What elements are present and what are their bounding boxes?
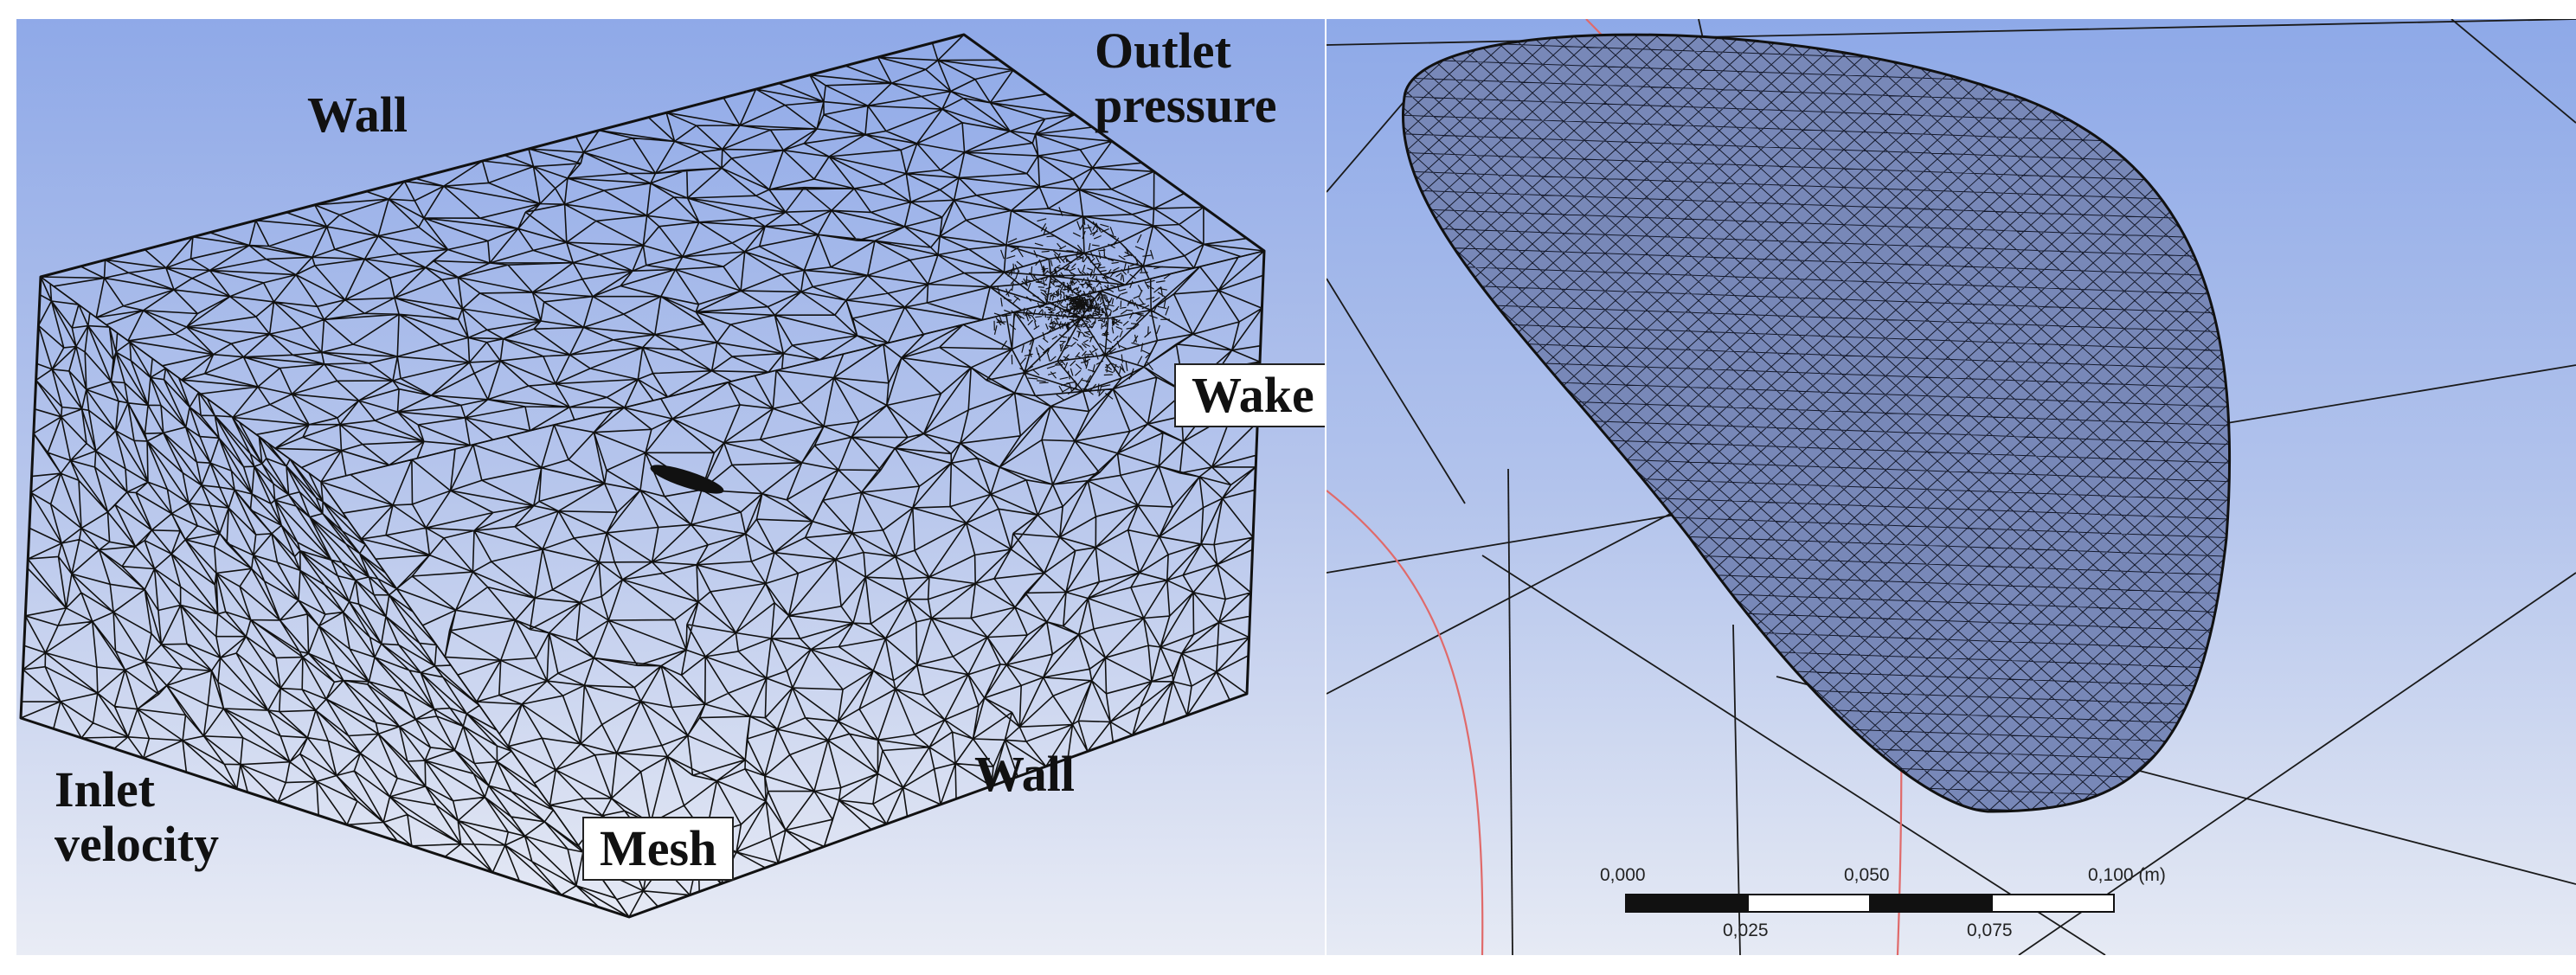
label-wall-bottom: Wall xyxy=(974,746,1076,802)
boundary-curve-left xyxy=(1327,490,1484,955)
label-outlet-pressure: Outlet pressure xyxy=(1095,22,1277,133)
body-mesh-drawing xyxy=(1327,19,2576,955)
scale-tick-050: 0,050 xyxy=(1844,865,1890,885)
guide-line-4 xyxy=(1327,503,1691,695)
body-surface-mesh xyxy=(1403,35,2230,812)
label-inlet-line2: velocity xyxy=(55,815,220,872)
scale-tick-100: 0,100 (m) xyxy=(2088,865,2166,885)
guide-line-1 xyxy=(1327,278,1466,504)
scale-bar-segment-2 xyxy=(1869,894,1993,913)
guide-line-3 xyxy=(1481,555,2106,955)
domain-mesh-panel: Wall Outlet pressure Wake Inlet velocity… xyxy=(16,19,1325,955)
scale-bar-segment-3 xyxy=(1991,894,2115,913)
label-outlet-line2: pressure xyxy=(1095,76,1277,133)
scale-tick-0: 0,000 xyxy=(1600,865,1646,885)
body-outline xyxy=(1402,33,2232,813)
scale-bar-segment-0 xyxy=(1625,894,1749,913)
label-wall-top: Wall xyxy=(307,87,408,143)
body-mesh-panel: 0,000 0,050 0,100 (m) 0,025 0,075 xyxy=(1327,19,2576,955)
wake-refinement xyxy=(993,207,1172,401)
scale-bar-segment-1 xyxy=(1747,894,1871,913)
label-mesh: Mesh xyxy=(582,817,735,881)
label-inlet-line1: Inlet xyxy=(55,761,155,818)
scale-bar xyxy=(1625,894,2115,913)
body-in-domain xyxy=(650,465,724,494)
guide-line-7 xyxy=(2018,572,2576,955)
domain-mesh-drawing xyxy=(19,33,1266,919)
body-surface xyxy=(1403,35,2230,812)
domain-outline xyxy=(19,33,1266,919)
scale-tick-075: 0,075 xyxy=(1967,920,2013,940)
guide-line-10 xyxy=(1507,468,1513,955)
label-outlet-line1: Outlet xyxy=(1095,22,1231,79)
label-inlet-velocity: Inlet velocity xyxy=(55,761,220,872)
scale-tick-025: 0,025 xyxy=(1723,920,1769,940)
guide-line-9 xyxy=(2451,19,2576,124)
label-wake: Wake xyxy=(1174,363,1325,427)
